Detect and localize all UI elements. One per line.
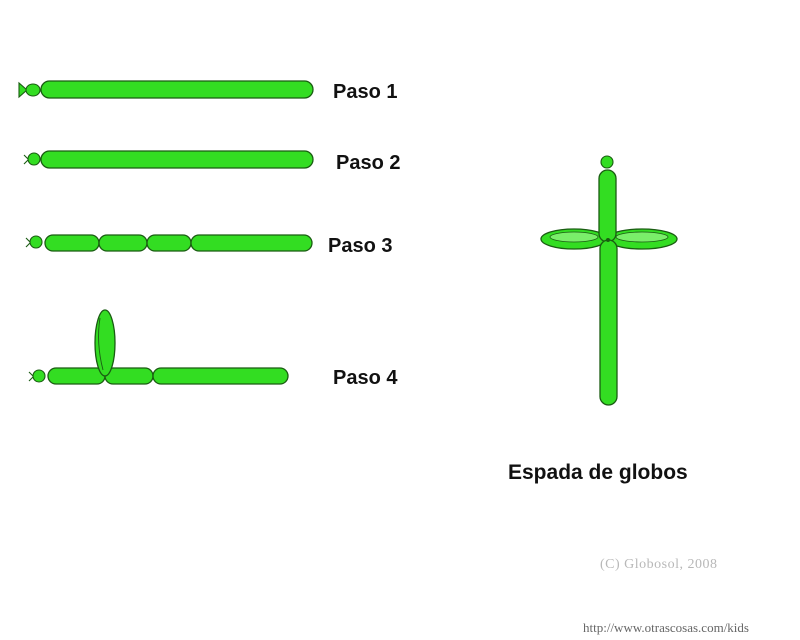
step-1-label: Paso 1 (333, 81, 398, 103)
balloon-sword (540, 155, 678, 406)
copyright-text: (C) Globosol, 2008 (600, 557, 718, 572)
step-2-label: Paso 2 (336, 152, 401, 174)
step-2-balloon (23, 150, 314, 169)
step-3-balloon (25, 234, 313, 252)
step-4-label: Paso 4 (333, 367, 398, 389)
step-4-balloon (28, 309, 289, 385)
result-title: Espada de globos (508, 461, 688, 484)
step-3-label: Paso 3 (328, 235, 393, 257)
source-url: http://www.otrascosas.com/kids (583, 620, 749, 635)
step-1-balloon (18, 80, 314, 99)
